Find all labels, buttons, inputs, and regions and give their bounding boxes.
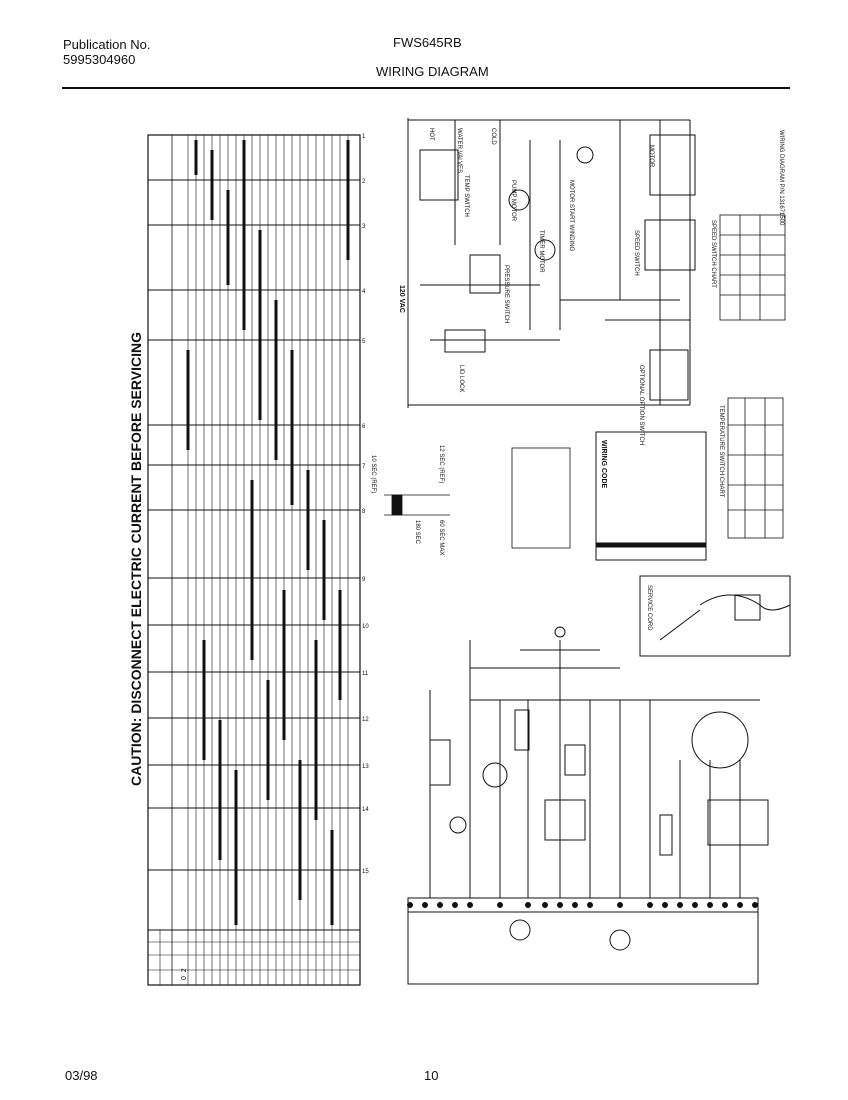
- svg-text:WATER VALVES: WATER VALVES: [456, 128, 462, 173]
- svg-text:5: 5: [362, 339, 366, 345]
- wiring-code-legend: [595, 431, 707, 561]
- publication-number: 5995304960: [63, 52, 136, 67]
- svg-text:SPEED SWITCH: SPEED SWITCH: [633, 230, 639, 276]
- supply-voltage-label: 120 VAC: [398, 285, 405, 313]
- svg-text:10: 10: [362, 624, 369, 630]
- svg-text:OPTIONAL OPTION SWITCH: OPTIONAL OPTION SWITCH: [638, 365, 644, 445]
- svg-text:1: 1: [362, 134, 366, 140]
- svg-text:13: 13: [362, 764, 369, 770]
- temperature-chart-title: TEMPERATURE SWITCH CHART: [718, 405, 724, 498]
- svg-text:12: 12: [362, 717, 369, 723]
- timer-terminals: [407, 902, 758, 908]
- temperature-switch-chart: [727, 397, 784, 539]
- svg-text:14: 14: [362, 807, 369, 813]
- svg-text:10 SEC (REF): 10 SEC (REF): [370, 455, 376, 493]
- svg-text:11: 11: [362, 671, 369, 677]
- page-title: WIRING DIAGRAM: [376, 64, 489, 79]
- svg-text:TEMP SWITCH: TEMP SWITCH: [463, 175, 469, 217]
- timing-block: [384, 447, 571, 549]
- svg-text:2: 2: [362, 179, 366, 185]
- page-number: 10: [424, 1068, 439, 1083]
- service-cord-label: SERVICE CORD: [646, 585, 652, 631]
- wiring-diagram-pn: WIRING DIAGRAM P/N 131671500: [778, 130, 784, 226]
- model-number: FWS645RB: [393, 35, 462, 50]
- svg-text:4: 4: [362, 289, 366, 295]
- svg-text:TIMER MOTOR: TIMER MOTOR: [538, 230, 544, 273]
- svg-text:12 SEC (REF): 12 SEC (REF): [438, 445, 444, 483]
- caution-banner: CAUTION: DISCONNECT ELECTRIC CURRENT BEF…: [128, 332, 144, 786]
- svg-text:3: 3: [362, 224, 366, 230]
- svg-text:PRESSURE SWITCH: PRESSURE SWITCH: [503, 265, 509, 323]
- speed-switch-chart-title: SPEED SWITCH CHART: [710, 220, 716, 288]
- schematic-labels: 120 VAC PUMP MOTOR TIMER MOTOR PRESSURE …: [398, 128, 784, 445]
- svg-text:60 SEC MAX: 60 SEC MAX: [438, 520, 444, 555]
- svg-text:180 SEC: 180 SEC: [414, 520, 420, 545]
- svg-text:MOTOR START WINDING: MOTOR START WINDING: [568, 180, 574, 252]
- ladder-schematic: [407, 118, 696, 408]
- timer-row-index: 0 2: [181, 968, 188, 980]
- publication-label: Publication No.: [63, 37, 151, 52]
- svg-text:7: 7: [362, 464, 366, 470]
- header-rule: [62, 87, 790, 89]
- svg-text:LID LOCK: LID LOCK: [458, 365, 464, 392]
- pictorial-wiring: [407, 626, 769, 985]
- service-cord-detail: [639, 575, 791, 657]
- svg-text:COLD: COLD: [490, 128, 496, 145]
- footer-date: 03/98: [65, 1068, 98, 1083]
- svg-text:MOTOR: MOTOR: [648, 145, 654, 168]
- svg-text:9: 9: [362, 577, 366, 583]
- timer-tick-labels: 1 2 3 4 5 6 7 8 9 10 11 12 13 14 15: [362, 134, 369, 875]
- timer-sequence-chart: [147, 134, 361, 986]
- svg-text:6: 6: [362, 424, 366, 430]
- svg-text:PUMP MOTOR: PUMP MOTOR: [510, 180, 516, 222]
- speed-switch-chart: [719, 214, 786, 321]
- legend-title: WIRING CODE: [600, 440, 607, 489]
- svg-text:15: 15: [362, 869, 369, 875]
- svg-text:HOT: HOT: [428, 128, 434, 141]
- svg-text:8: 8: [362, 509, 366, 515]
